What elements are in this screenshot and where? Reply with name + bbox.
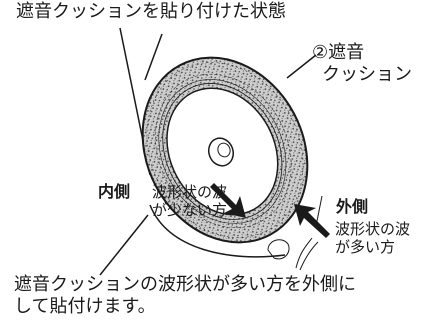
inner-desc-line2: が少ない方: [152, 201, 228, 219]
inner-desc-line1: 波形状の波: [152, 183, 228, 201]
inner-side-description: 波形状の波 が少ない方: [152, 183, 227, 219]
caption-bottom-line2: して貼付けます。: [14, 296, 156, 317]
part-name-line1: 遮音: [328, 42, 365, 63]
caption-bottom-line1: 遮音クッションの波形状が多い方を外側に: [14, 274, 356, 295]
part-number: ②: [312, 42, 329, 63]
part-name-line2: クッション: [322, 64, 412, 85]
pointer-line-top: [144, 33, 163, 81]
outer-side-description: 波形状の波 が多い方: [335, 220, 410, 256]
speaker-hub: [207, 137, 235, 167]
caption-top: 遮音クッションを貼り付けた状態: [16, 1, 286, 22]
inner-arrow-icon: [210, 183, 246, 218]
part-label: ②遮音 クッション: [312, 42, 412, 86]
pointer-line-part: [286, 54, 317, 79]
arrow-icon: [210, 183, 330, 238]
housing-curve: [149, 204, 286, 258]
outer-side-title: 外側: [336, 197, 369, 216]
outer-desc-line1: 波形状の波: [335, 220, 411, 238]
outer-desc-line2: が多い方: [335, 238, 396, 256]
caption-bottom: 遮音クッションの波形状が多い方を外側に して貼付けます。: [14, 274, 424, 318]
pointer-line-bottom: [99, 214, 149, 276]
inner-side-title: 内側: [98, 182, 131, 201]
outer-arrow-icon: [294, 204, 330, 238]
